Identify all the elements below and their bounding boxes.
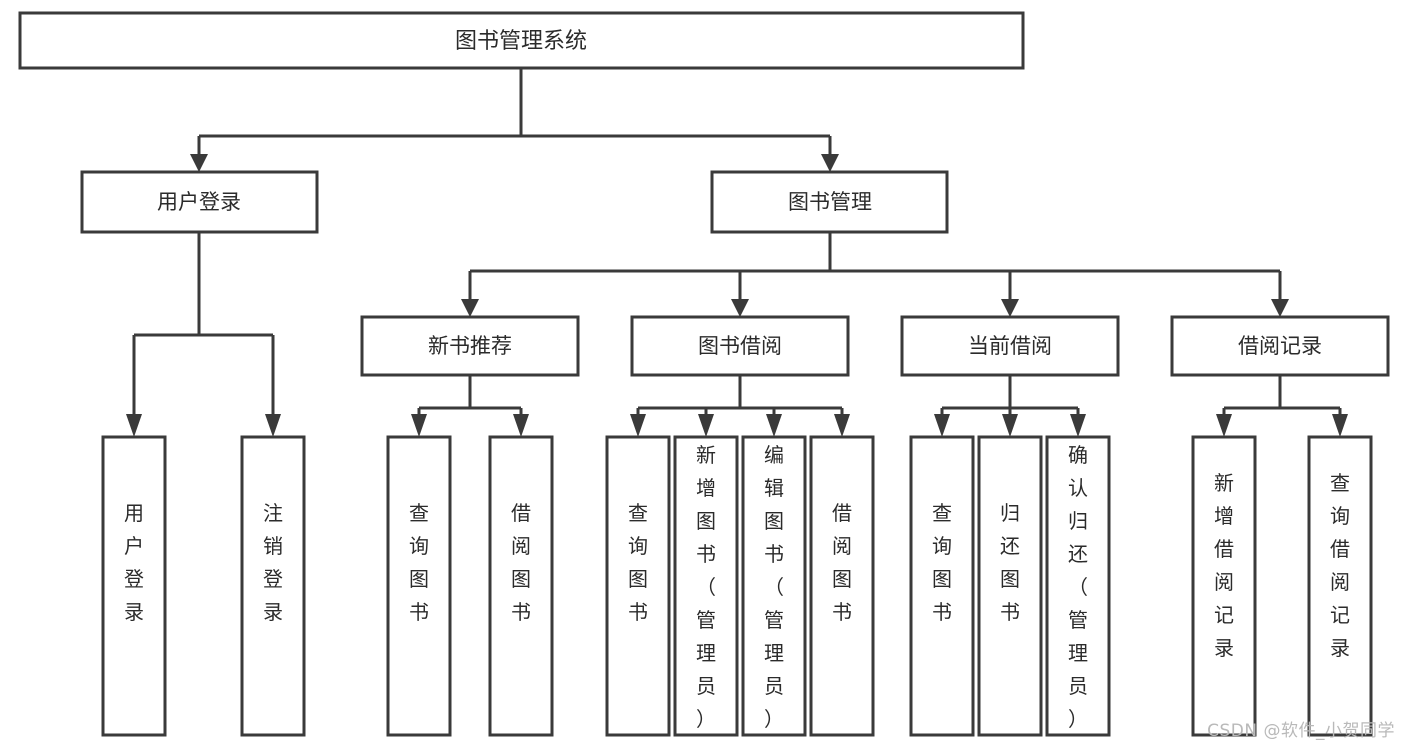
leaf-node-borrow-book-2-label: 借阅图书 [832,501,852,624]
leaf-node-query-book-3-label: 查询图书 [932,501,952,624]
leaf-node-return-book-box [977,435,1043,737]
leaf-node-query-book-2-box [605,435,671,737]
connector-layer [126,68,1348,437]
node-book-management-label: 图书管理 [788,190,872,214]
leaf-node-logout[interactable]: 注销登录 [240,435,306,737]
node-new-book-recommend[interactable]: 新书推荐 [360,315,580,377]
arrow-head-currentborrow-leaf3 [1070,414,1086,437]
leaf-node-query-borrow-record[interactable]: 查询借阅记录 [1307,435,1373,737]
arrow-head-bookborrow-leaf3 [766,414,782,437]
leaf-node-edit-book-label: 编辑图书（管理员） [764,443,784,731]
arrow-head-borrowrecord-leaf2 [1332,414,1348,437]
leaf-node-logout-box [240,435,306,737]
arrow-head-bookborrow-leaf4 [834,414,850,437]
leaf-node-add-borrow-record[interactable]: 新增借阅记录 [1191,435,1257,737]
node-root-label: 图书管理系统 [455,29,587,54]
leaf-node-edit-book-box [741,435,807,737]
arrow-head-current-borrow [1001,299,1019,317]
leaf-node-add-borrow-record-label: 新增借阅记录 [1214,471,1234,660]
node-user-login[interactable]: 用户登录 [80,170,319,234]
arrow-head-currentborrow-leaf2 [1002,414,1018,437]
leaf-node-return-book-label: 归还图书 [1000,501,1020,624]
node-user-login-box [80,170,319,234]
node-borrow-record-label: 借阅记录 [1238,334,1322,358]
node-book-borrow-box [630,315,850,377]
leaf-node-query-book-3[interactable]: 查询图书 [909,435,975,737]
leaf-node-add-book-label: 新增图书（管理员） [696,443,716,731]
leaf-node-query-book-2[interactable]: 查询图书 [605,435,671,737]
leaf-node-query-borrow-record-label: 查询借阅记录 [1330,471,1350,660]
node-book-management[interactable]: 图书管理 [710,170,949,234]
leaf-node-borrow-book-2[interactable]: 借阅图书 [809,435,875,737]
leaf-node-confirm-return-box [1045,435,1111,737]
arrow-head-new-book [461,299,479,317]
leaf-node-edit-book[interactable]: 编辑图书（管理员） [741,435,807,737]
arrow-head-borrowrecord-leaf1 [1216,414,1232,437]
leaf-node-borrow-book-1-label: 借阅图书 [511,501,531,624]
node-user-login-label: 用户登录 [157,190,241,214]
arrow-head-leaf-user-login [126,414,142,437]
leaf-node-query-borrow-record-box [1307,435,1373,737]
leaf-node-user-login[interactable]: 用户登录 [101,435,167,737]
leaf-node-user-login-box [101,435,167,737]
node-book-borrow[interactable]: 图书借阅 [630,315,850,377]
arrow-head-currentborrow-leaf1 [934,414,950,437]
node-root-system[interactable]: 图书管理系统 [18,11,1025,70]
node-new-book-recommend-box [360,315,580,377]
node-book-borrow-label: 图书借阅 [698,334,782,358]
leaf-node-user-login-label: 用户登录 [124,501,144,624]
arrow-head-book-borrow [731,299,749,317]
arrow-head-newbook-leaf1 [411,414,427,437]
arrow-head-borrow-record [1271,299,1289,317]
arrow-head-user-login [190,154,208,172]
arrow-head-leaf-logout [265,414,281,437]
node-current-borrow-box [900,315,1120,377]
arrow-head-bookborrow-leaf2 [698,414,714,437]
leaf-node-borrow-book-1-box [488,435,554,737]
node-current-borrow[interactable]: 当前借阅 [900,315,1120,377]
node-current-borrow-label: 当前借阅 [968,334,1052,358]
leaf-node-query-book-1-label: 查询图书 [409,501,429,624]
leaf-node-query-book-1-box [386,435,452,737]
leaf-node-query-book-1[interactable]: 查询图书 [386,435,452,737]
node-book-management-box [710,170,949,234]
leaf-node-borrow-book-2-box [809,435,875,737]
leaf-node-add-borrow-record-box [1191,435,1257,737]
leaf-node-borrow-book-1[interactable]: 借阅图书 [488,435,554,737]
leaf-node-add-book-box [673,435,739,737]
leaf-node-query-book-3-box [909,435,975,737]
arrow-head-newbook-leaf2 [513,414,529,437]
leaf-node-confirm-return-label: 确认归还（管理员） [1068,443,1088,731]
node-new-book-recommend-label: 新书推荐 [428,334,512,358]
node-borrow-record[interactable]: 借阅记录 [1170,315,1390,377]
leaf-node-confirm-return[interactable]: 确认归还（管理员） [1045,435,1111,737]
leaf-node-query-book-2-label: 查询图书 [628,501,648,624]
node-borrow-record-box [1170,315,1390,377]
leaf-node-return-book[interactable]: 归还图书 [977,435,1043,737]
leaf-node-add-book[interactable]: 新增图书（管理员） [673,435,739,737]
arrow-head-bookborrow-leaf1 [630,414,646,437]
leaf-node-logout-label: 注销登录 [263,501,283,624]
arrow-head-book-mgmt [821,154,839,172]
node-root-box [18,11,1025,70]
